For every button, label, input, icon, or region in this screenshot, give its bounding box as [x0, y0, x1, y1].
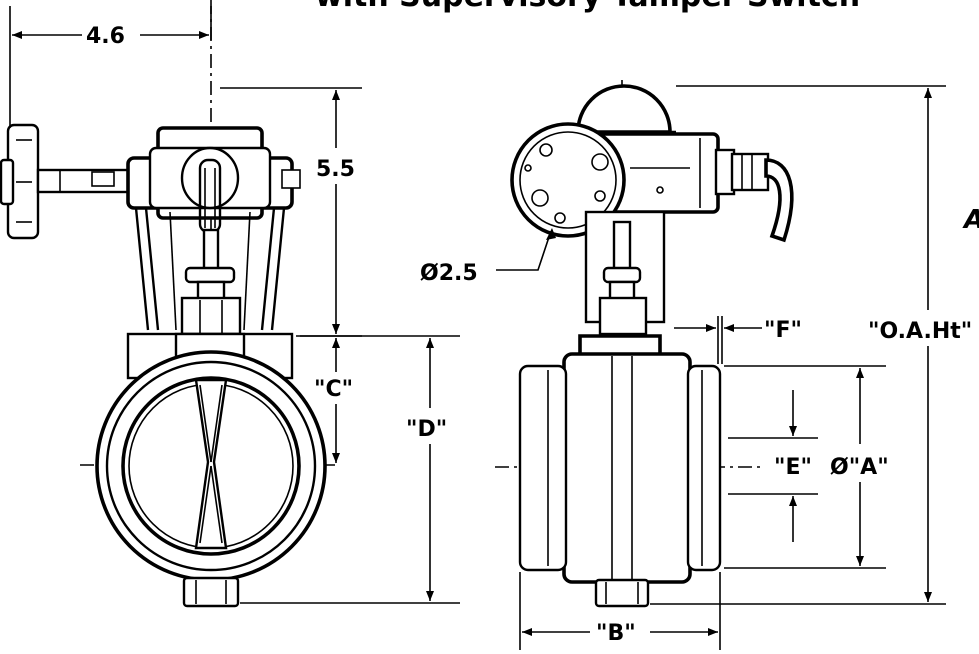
dim-height-actuator: 5.5: [316, 157, 355, 182]
edge-letter: A: [962, 205, 979, 235]
drawing-title: with Supervisory Tamper Switch: [315, 0, 860, 14]
indicator-dial-icon: [510, 122, 626, 238]
dim-f: "F": [764, 318, 802, 343]
dim-e: "E": [774, 455, 812, 480]
dim-b: "B": [596, 621, 636, 646]
front-view: [0, 0, 335, 608]
dim-c: "C": [314, 377, 353, 402]
side-view-dimensions: Ø2.5 "F" "O.A.Ht" "E" Ø"A" "B" A: [420, 85, 979, 650]
side-view: [495, 80, 794, 610]
handwheel-icon: [0, 123, 40, 240]
dim-overall-height: "O.A.Ht": [868, 319, 972, 344]
dim-indicator-diameter: Ø2.5: [420, 261, 478, 286]
dim-d: "D": [406, 417, 447, 442]
dim-a-diameter: Ø"A": [830, 455, 889, 480]
dim-width-top: 4.6: [86, 24, 125, 49]
front-view-dimensions: 4.6 5.5 "C" "D": [9, 6, 460, 604]
